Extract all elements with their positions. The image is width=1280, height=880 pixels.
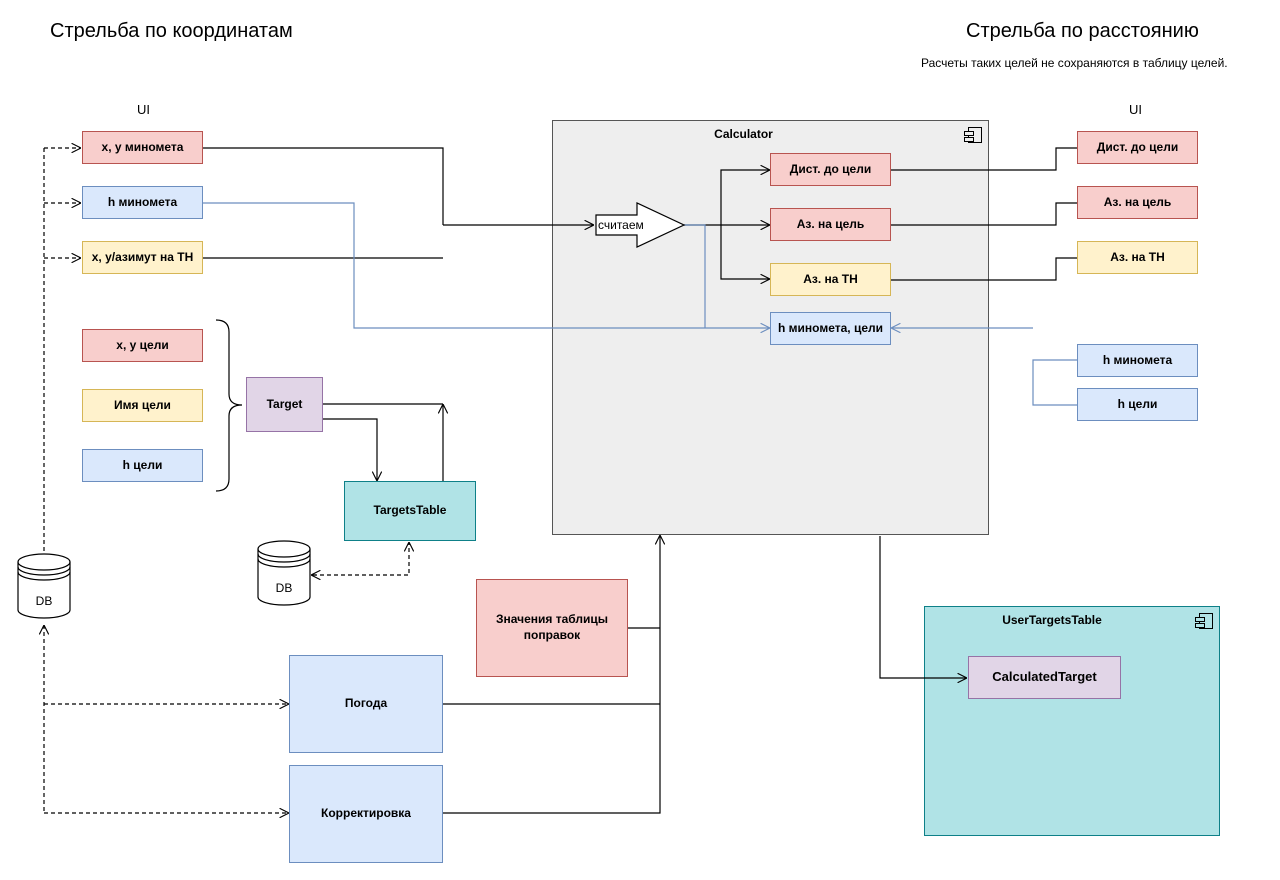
- input-h-mortar[interactable]: h миномета: [82, 186, 203, 219]
- ui-label-left: UI: [137, 102, 150, 117]
- compute-label: считаем: [598, 218, 644, 232]
- input-distance[interactable]: Дист. до цели: [1077, 131, 1198, 164]
- output-distance: Дист. до цели: [770, 153, 891, 186]
- field-xy-target[interactable]: x, y цели: [82, 329, 203, 362]
- adjustment-box[interactable]: Корректировка: [289, 765, 443, 863]
- calculator-title: Calculator: [714, 127, 773, 141]
- calculated-target: CalculatedTarget: [968, 656, 1121, 699]
- component-icon: [1195, 613, 1213, 629]
- user-targets-table-component: UserTargetsTable: [924, 606, 1220, 836]
- input-h-target-right[interactable]: h цели: [1077, 388, 1198, 421]
- output-azimuth-target: Аз. на цель: [770, 208, 891, 241]
- component-icon: [964, 127, 982, 143]
- title-coordinates: Стрельба по координатам: [50, 20, 293, 42]
- correction-table-values: Значения таблицы поправок: [476, 579, 628, 677]
- db-targets: DB: [275, 581, 293, 595]
- ui-label-right: UI: [1129, 102, 1142, 117]
- field-h-target[interactable]: h цели: [82, 449, 203, 482]
- output-azimuth-tn: Аз. на ТН: [770, 263, 891, 296]
- input-azimuth-tn[interactable]: Аз. на ТН: [1077, 241, 1198, 274]
- note-not-saved: Расчеты таких целей не сохраняются в таб…: [921, 56, 1228, 70]
- input-azimuth-target[interactable]: Аз. на цель: [1077, 186, 1198, 219]
- user-targets-table-title: UserTargetsTable: [1002, 613, 1102, 627]
- weather-box[interactable]: Погода: [289, 655, 443, 753]
- db-left: DB: [35, 594, 53, 608]
- output-heights: h миномета, цели: [770, 312, 891, 345]
- input-h-mortar-right[interactable]: h миномета: [1077, 344, 1198, 377]
- targets-table: TargetsTable: [344, 481, 476, 541]
- compute-arrow-shape: [595, 202, 686, 248]
- field-target-name[interactable]: Имя цели: [82, 389, 203, 422]
- input-xy-mortar[interactable]: x, y миномета: [82, 131, 203, 164]
- input-xy-azimuth[interactable]: x, y/азимут на ТН: [82, 241, 203, 274]
- target-entity: Target: [246, 377, 323, 432]
- title-distance: Стрельба по расстоянию: [966, 20, 1199, 42]
